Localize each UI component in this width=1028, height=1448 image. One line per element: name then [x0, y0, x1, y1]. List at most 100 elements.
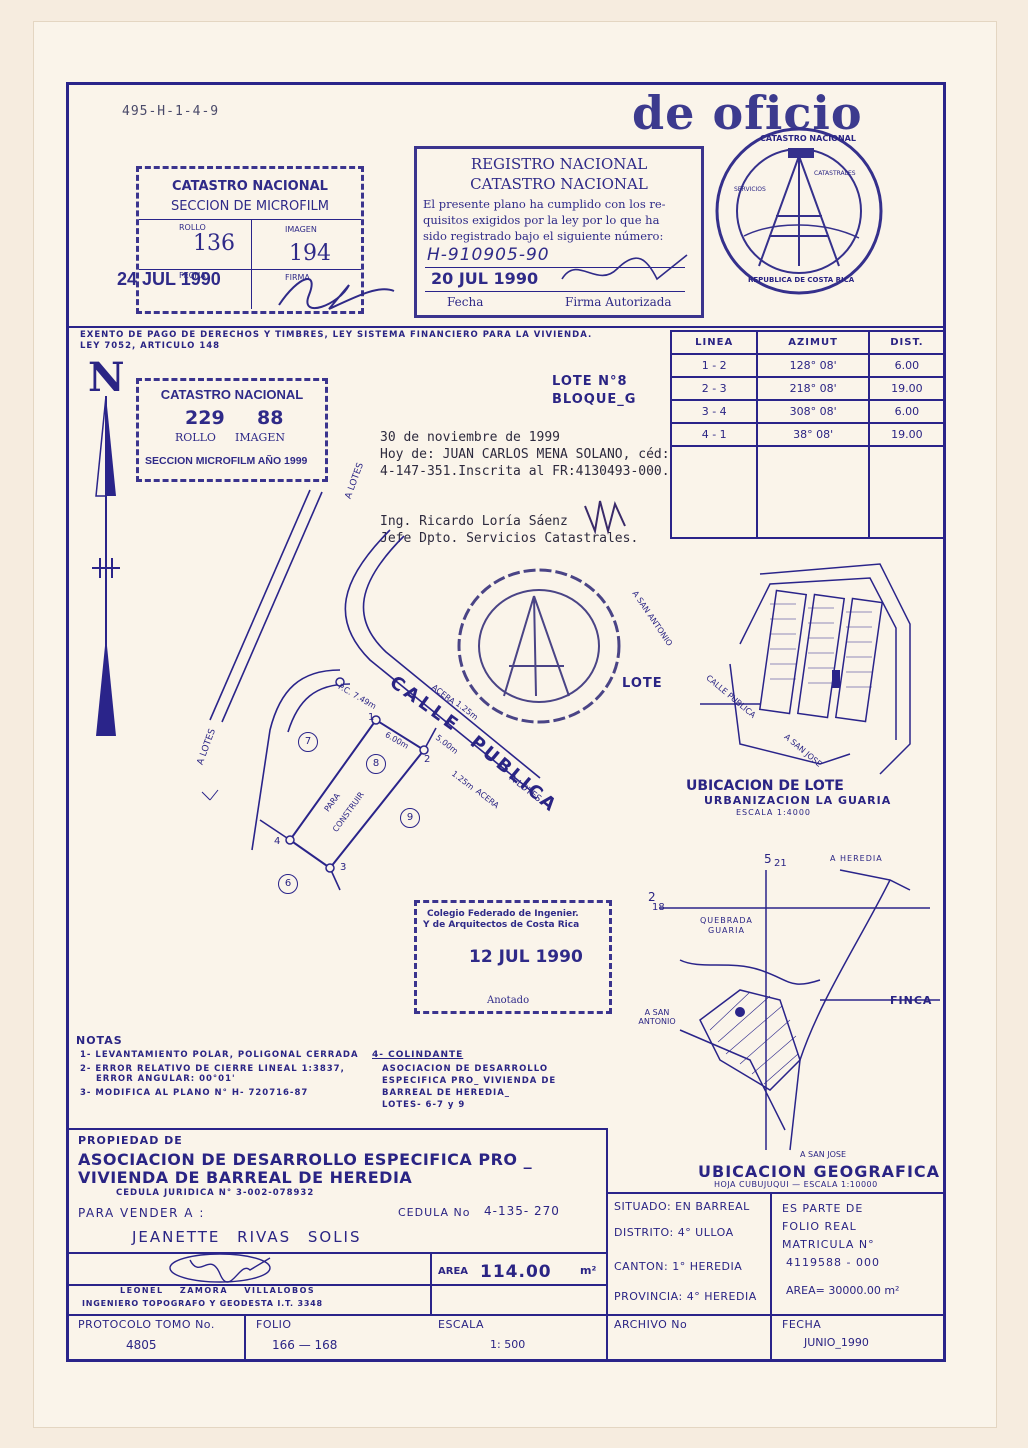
stamp-microfilm-2: CATASTRO NACIONAL 229 88 ROLLO IMAGEN SE…: [136, 378, 328, 482]
azimut-cell: 308° 08': [756, 399, 870, 424]
azimut-header-linea: LINEA: [669, 330, 759, 355]
stamp-microfilm-1-line2: SECCION DE MICROFILM: [170, 199, 330, 214]
azimut-cell: 4 - 1: [669, 422, 759, 447]
stamp-colegio: Colegio Federado de Ingenier. Y de Arqui…: [414, 900, 612, 1014]
imagen-value: 194: [289, 241, 331, 266]
typed-note-line4: Ing. Ricardo Loría Sáenz: [380, 514, 568, 529]
tb-fecha: JUNIO_1990: [804, 1336, 869, 1349]
plan-lot-9: 9: [400, 808, 420, 828]
ug-guaria: GUARIA: [708, 926, 745, 935]
azimut-header-azimut: AZIMUT: [756, 330, 870, 355]
plan-point-3: 3: [340, 862, 347, 873]
seal-right: CATASTRALES: [814, 170, 856, 177]
tb-folio-label: FOLIO: [256, 1318, 292, 1331]
azimut-cell: 19.00: [867, 422, 947, 447]
stamp-microfilm-1-line1: CATASTRO NACIONAL: [172, 179, 328, 194]
tb-cedula: 4-135- 270: [484, 1204, 560, 1218]
azimut-cell: [669, 445, 759, 539]
stamp-registro: REGISTRO NACIONAL CATASTRO NACIONAL El p…: [414, 146, 704, 318]
registro-date: 20 JUL 1990: [431, 269, 539, 288]
azimut-cell: 2 - 3: [669, 376, 759, 401]
registro-number: H-910905-90: [427, 245, 550, 265]
plan-lot-6: 6: [278, 874, 298, 894]
microfilm2-line1: CATASTRO NACIONAL: [160, 387, 304, 402]
azimut-cell: 3 - 4: [669, 399, 759, 424]
tb-cedula-juridica: CEDULA JURIDICA N° 3-002-078932: [116, 1188, 315, 1198]
seal-catastro-top: CATASTRO NACIONAL REPUBLICA DE COSTA RIC…: [714, 126, 884, 296]
ug-coord-5: 5: [764, 852, 772, 866]
microfilm2-rollo-label: ROLLO: [175, 431, 216, 444]
colegio-line2: Y de Arquitectos de Costa Rica: [423, 920, 580, 930]
tb-es-parte-3: MATRICULA N°: [782, 1238, 875, 1251]
ug-a-san-jose: A SAN JOSE: [800, 1150, 847, 1159]
registro-firma-label: Firma Autorizada: [565, 295, 672, 309]
rollo-label: ROLLO: [179, 223, 206, 232]
tb-engineer: LEONEL ZAMORA VILLALOBOS: [120, 1286, 316, 1295]
microfilm2-rollo: 229: [185, 407, 225, 429]
colegio-line1: Colegio Federado de Ingenier.: [427, 909, 579, 919]
notas-2a: 2- ERROR RELATIVO DE CIERRE LINEAL 1:383…: [80, 1064, 345, 1074]
exento-line2: LEY 7052, ARTICULO 148: [80, 341, 221, 351]
tb-area-total: AREA= 30000.00 m²: [786, 1284, 900, 1297]
file-code: 495-H-1-4-9: [122, 104, 220, 119]
exento-line1: EXENTO DE PAGO DE DERECHOS Y TIMBRES, LE…: [80, 330, 593, 340]
tb-area: 114.00: [480, 1262, 552, 1282]
de-oficio-stamp: de oficio: [632, 86, 863, 140]
site-plan-drawing: [201, 489, 541, 891]
tb-situado: SITUADO: EN BARREAL: [614, 1200, 750, 1213]
tb-matricula: 4119588 - 000: [786, 1256, 880, 1269]
notas-4b: ESPECIFICA PRO_ VIVIENDA DE: [382, 1076, 557, 1086]
ug-a-heredia: A HEREDIA: [830, 854, 883, 863]
ug-finca: FINCA: [890, 994, 933, 1007]
firma-label: FIRMA: [285, 273, 310, 282]
plan-point-2: 2: [424, 754, 431, 765]
signature-icon: [169, 1253, 271, 1283]
ug-coord-18: 18: [652, 902, 665, 913]
notas-title: NOTAS: [76, 1034, 123, 1047]
tb-owner1: ASOCIACION DE DESARROLLO ESPECIFICA PRO …: [78, 1150, 533, 1169]
typed-note-line2: Hoy de: JUAN CARLOS MENA SOLANO, céd:: [380, 447, 670, 462]
ul-lote-label: LOTE: [622, 676, 663, 691]
ug-quebrada: QUEBRADA: [700, 916, 753, 925]
registro-line2: CATASTRO NACIONAL: [470, 175, 648, 193]
seal-ring-top: CATASTRO NACIONAL: [760, 134, 856, 143]
notas-2b: ERROR ANGULAR: 00°01': [96, 1074, 236, 1084]
seal-catastro-middle-icon: [457, 568, 621, 724]
registro-fecha-label: Fecha: [447, 295, 484, 309]
registro-line1: REGISTRO NACIONAL: [470, 155, 648, 173]
azimut-cell: 218° 08': [756, 376, 870, 401]
ug-coord-21: 21: [774, 858, 787, 869]
table-row: [669, 445, 947, 539]
registro-body3: sido registrado bajo el siguiente número…: [423, 229, 664, 243]
typed-note-line5: Jefe Dpto. Servicios Catastrales.: [380, 531, 639, 546]
azimut-cell: 128° 08': [756, 353, 870, 378]
notas-4a: ASOCIACION DE DESARROLLO: [382, 1064, 549, 1074]
tb-engineer-title: INGENIERO TOPOGRAFO Y GEODESTA I.T. 3348: [82, 1299, 323, 1308]
lote-bloque: BLOQUE_G: [552, 392, 637, 407]
tb-protocolo: 4805: [126, 1338, 157, 1352]
notas-3: 3- MODIFICA AL PLANO N° H- 720716-87: [80, 1088, 309, 1098]
north-label: N: [88, 354, 125, 401]
tb-area-label: AREA: [438, 1266, 469, 1277]
azimut-cell: 19.00: [867, 376, 947, 401]
ul-scale: ESCALA 1:4000: [736, 808, 811, 817]
tb-folio: 166 — 168: [272, 1338, 338, 1352]
plan-point-4: 4: [274, 836, 281, 847]
rollo-value: 136: [193, 231, 235, 256]
tb-escala: 1: 500: [490, 1338, 526, 1351]
tb-protocolo-label: PROTOCOLO TOMO No.: [78, 1318, 215, 1331]
signature-icon: [584, 500, 626, 535]
seal-icon: [715, 127, 883, 295]
stamp-microfilm-1-date: 24 JUL 1990: [117, 269, 221, 289]
stamp-microfilm-1: CATASTRO NACIONAL SECCION DE MICROFILM R…: [117, 166, 395, 314]
registro-body1: El presente plano ha cumplido con los re…: [423, 197, 666, 211]
tb-distrito: DISTRITO: 4° ULLOA: [614, 1226, 734, 1239]
notas-4c: BARREAL DE HEREDIA_: [382, 1088, 511, 1098]
ubicacion-lote-map: [700, 563, 911, 775]
azimut-cell: 1 - 2: [669, 353, 759, 378]
notas-4-title: 4- COLINDANTE: [372, 1050, 464, 1060]
